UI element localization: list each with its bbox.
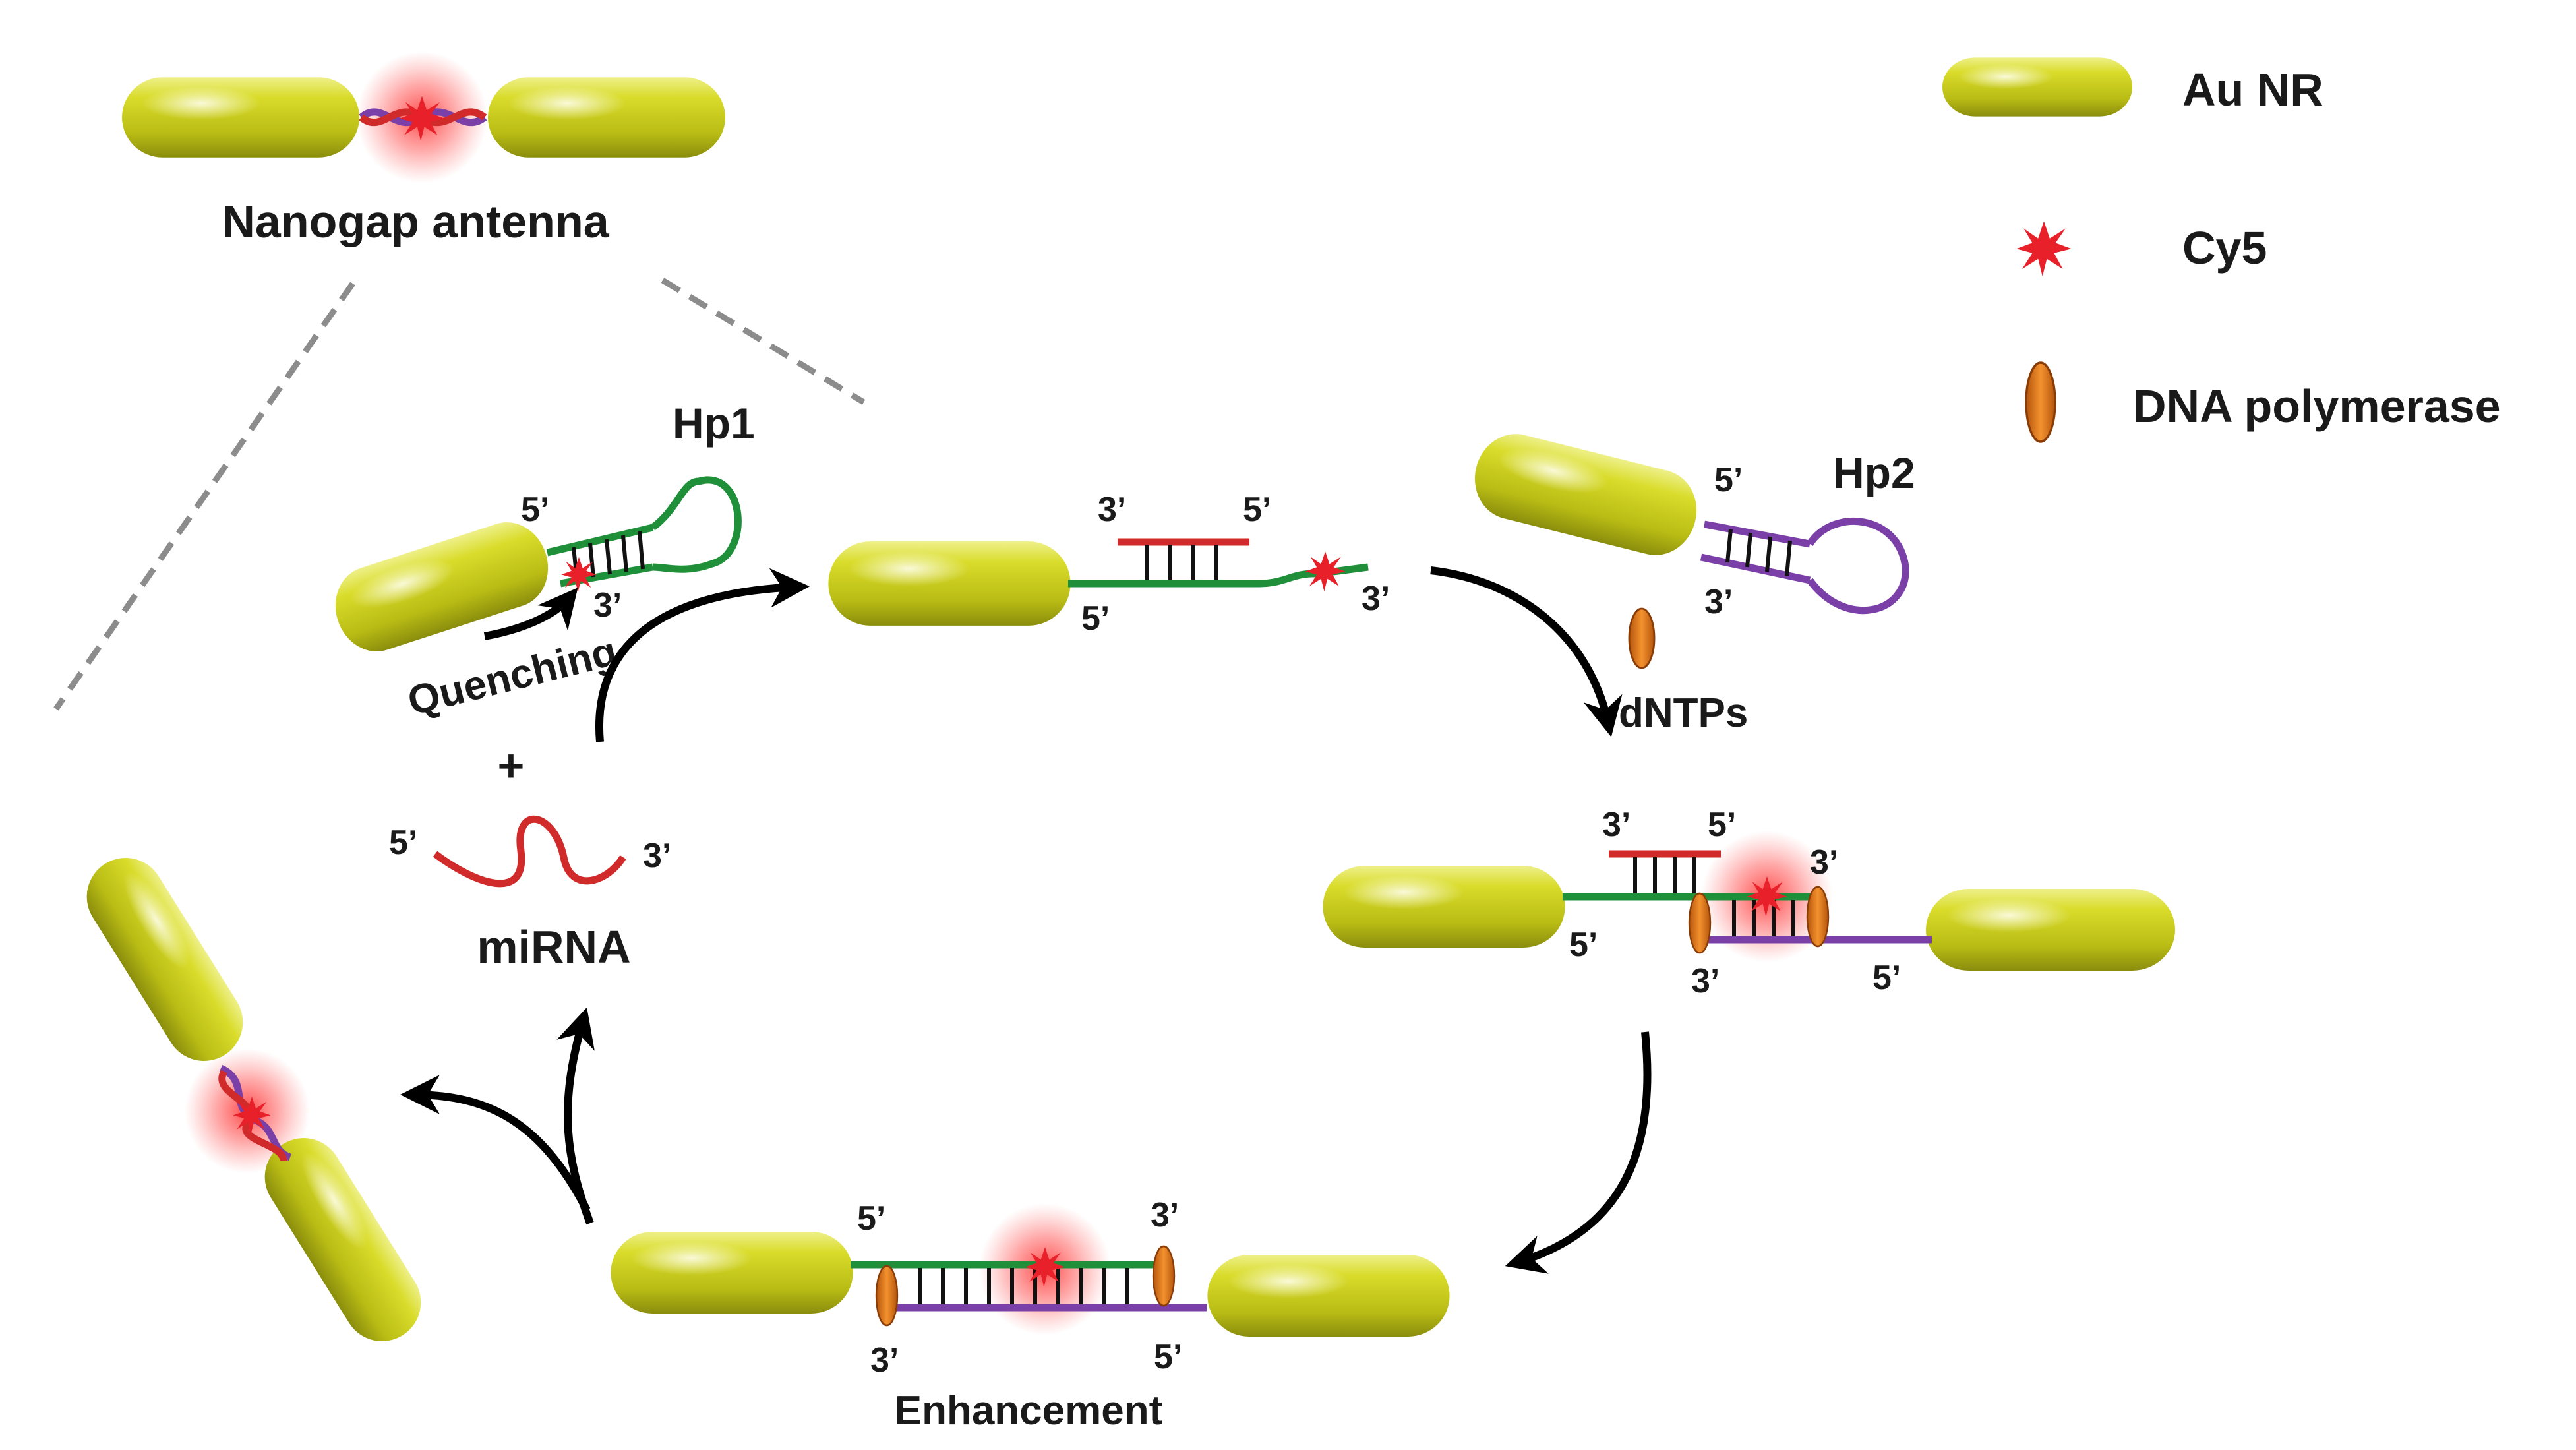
angled-nanogap-dimer: [72, 843, 436, 1356]
zoom-dash-line-right: [661, 278, 866, 405]
arrow-nanogap-formation: [400, 1075, 591, 1212]
gold-nanorod-icon: [488, 77, 725, 158]
label-3prime: 3’: [870, 1341, 899, 1379]
label-3prime: 3’: [1704, 583, 1733, 621]
label-3prime: 3’: [1098, 491, 1126, 529]
label-5prime: 5’: [1569, 926, 1598, 964]
hp2-strand-upper: [1703, 520, 1811, 548]
dna-polymerase-icon: [1806, 886, 1830, 948]
legend-label-au-nr: Au NR: [2182, 64, 2323, 115]
gold-nanorod-icon: [122, 77, 359, 158]
legend-label-cy5: Cy5: [2182, 222, 2267, 274]
nanogap-antenna: [122, 51, 725, 183]
gold-nanorod-icon: [611, 1232, 853, 1314]
base-pairs: [918, 1268, 1129, 1304]
label-5prime: 5’: [1714, 461, 1743, 499]
label-enhancement: Enhancement: [895, 1388, 1163, 1434]
label-plus: +: [498, 740, 525, 791]
label-3prime: 3’: [593, 586, 622, 624]
arrow-displacement: [1505, 1031, 1652, 1274]
arrow-hybridization: [595, 568, 810, 742]
base-pairs: [1145, 545, 1218, 580]
hp1-base-pairs: [572, 531, 645, 581]
legend-label-dna-polymerase: DNA polymerase: [2133, 380, 2501, 432]
linker-strand: [218, 1070, 287, 1162]
label-3prime: 3’: [1362, 580, 1390, 618]
gold-nanorod-icon: [1207, 1255, 1450, 1337]
label-hp1: Hp1: [673, 399, 755, 448]
arrow-extension: [1430, 566, 1623, 737]
quenching-arrow: [483, 588, 578, 640]
legend-red-starburst-icon: [2016, 221, 2072, 276]
label-3prime: 3’: [1810, 843, 1838, 882]
hp2-base-pairs: [1725, 529, 1792, 576]
enhancement-duplex: [611, 1203, 1450, 1337]
hp2-probe-on-rod: [1466, 425, 1909, 615]
legend: Au NR Cy5 DNA polymerase: [1942, 57, 2501, 443]
gold-nanorod-icon: [1466, 425, 1706, 564]
label-hp2: Hp2: [1833, 448, 1915, 497]
zoom-dash-line-left: [53, 282, 355, 711]
hp2-strand-lower: [1700, 553, 1811, 584]
hp2-loop: [1807, 518, 1909, 615]
gold-nanorod-icon: [72, 843, 258, 1076]
label-3prime: 3’: [1602, 806, 1631, 844]
legend-gold-nanorod-icon: [1942, 57, 2132, 117]
label-5prime: 5’: [1243, 491, 1271, 529]
legend-orange-oval-icon: [2025, 361, 2056, 443]
label-5prime: 5’: [1708, 806, 1736, 844]
dna-polymerase-icon: [875, 1265, 899, 1327]
label-dntps: dNTPs: [1619, 690, 1748, 736]
mirna-strand: [433, 815, 626, 888]
label-5prime: 5’: [857, 1199, 885, 1238]
gold-nanorod-icon: [1323, 866, 1565, 948]
label-3prime: 3’: [1691, 962, 1720, 1000]
gold-nanorod-icon: [1926, 889, 2175, 971]
hp1-probe-on-rod: [324, 476, 742, 662]
extension-complex: [1323, 831, 2175, 971]
dna-polymerase-icon: [1688, 892, 1712, 954]
label-3prime: 3’: [643, 837, 671, 875]
label-mirna: miRNA: [477, 921, 630, 973]
label-quenching: Quenching: [404, 628, 622, 724]
gold-nanorod-icon: [828, 541, 1071, 626]
cy5-star-icon: [1305, 551, 1346, 591]
dna-polymerase-icon: [1152, 1245, 1176, 1307]
gold-nanorod-icon: [250, 1123, 436, 1356]
label-3prime: 3’: [1151, 1196, 1179, 1234]
opened-hp1-mirna-complex: [828, 538, 1369, 626]
label-5prime: 5’: [389, 824, 417, 862]
label-5prime: 5’: [521, 491, 549, 529]
label-nanogap-antenna: Nanogap antenna: [222, 196, 609, 247]
hp1-strand-upper: [546, 524, 654, 557]
hp1-loop: [650, 476, 742, 573]
gold-nanorod-icon: [324, 512, 559, 662]
dna-polymerase-icon: [1628, 607, 1656, 669]
label-5prime: 5’: [1081, 599, 1110, 638]
label-5prime: 5’: [1872, 959, 1901, 997]
label-5prime: 5’: [1154, 1338, 1182, 1376]
